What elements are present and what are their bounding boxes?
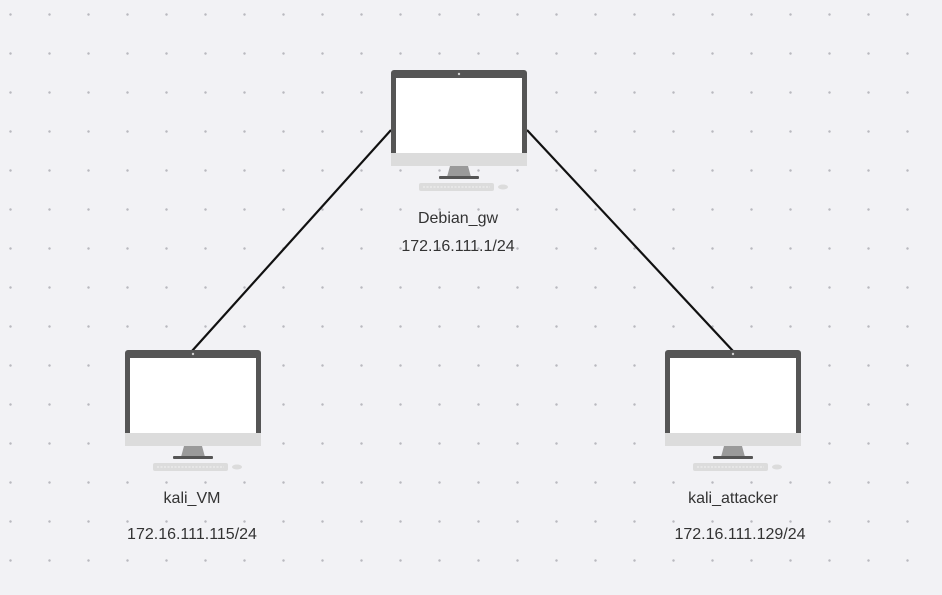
link-debian-gw-kali-attacker[interactable] — [526, 129, 734, 352]
node-name-debian-gw: Debian_gw — [417, 210, 499, 227]
node-ip-kali-vm: 172.16.111.115/24 — [127, 526, 257, 543]
node-debian-gw[interactable] — [390, 69, 530, 194]
link-debian-gw-kali-vm[interactable] — [191, 129, 392, 352]
node-name-kali-attacker: kali_attacker — [688, 490, 778, 507]
desktop-computer-icon — [665, 350, 801, 471]
desktop-computer-icon — [391, 70, 527, 191]
node-kali-attacker[interactable] — [664, 349, 804, 474]
node-kali-vm[interactable] — [124, 349, 264, 474]
node-ip-kali-attacker: 172.16.111.129/24 — [674, 526, 806, 543]
node-name-kali-vm: kali_VM — [163, 490, 221, 507]
desktop-computer-icon — [125, 350, 261, 471]
node-ip-debian-gw: 172.16.111.1/24 — [401, 238, 515, 255]
